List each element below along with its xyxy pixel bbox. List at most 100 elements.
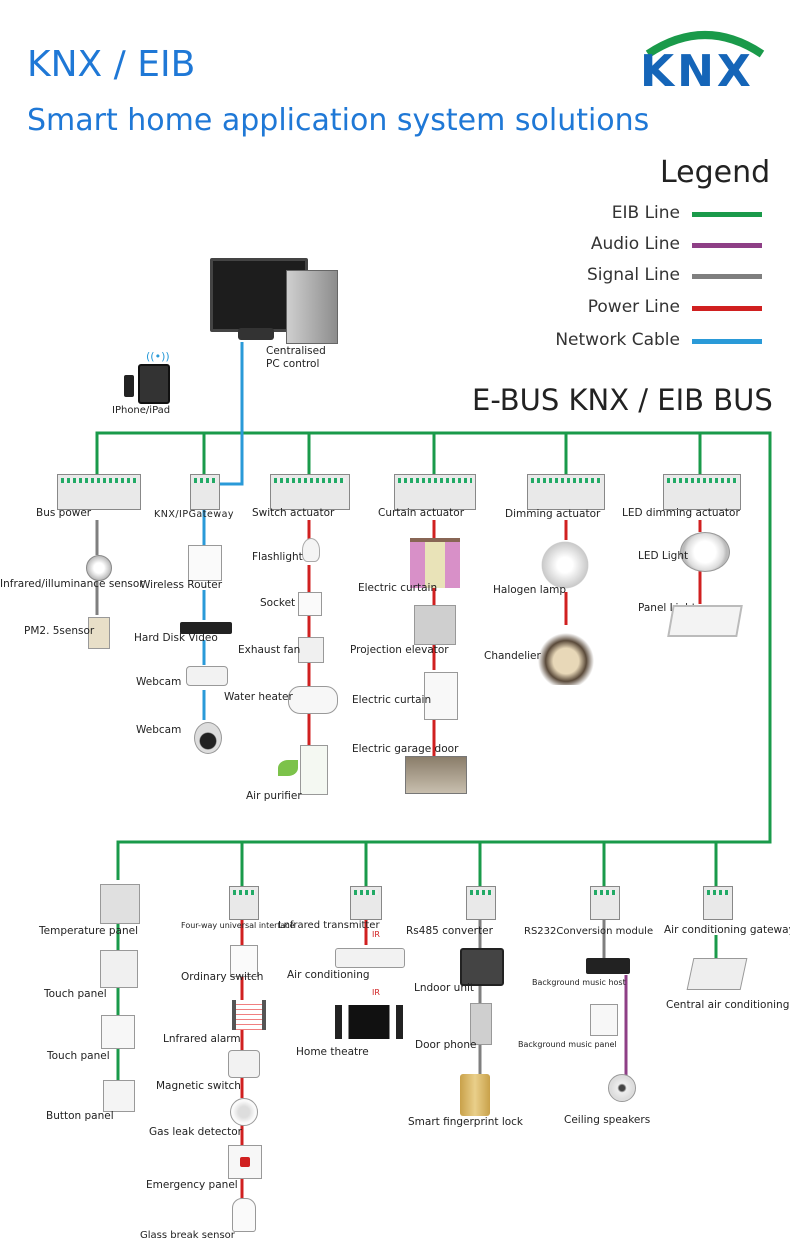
page-title: KNX / EIB	[27, 44, 196, 85]
wireless-router-label: Wireless Router	[140, 579, 223, 591]
row2-col5-label-1: RS232Conversion module	[524, 926, 654, 937]
row2-col5-label-3: Background music panel	[518, 1040, 617, 1049]
socket-label: Socket	[260, 597, 296, 609]
rs485-converter-module	[466, 886, 496, 920]
bus-power-label: Bus power	[36, 507, 92, 519]
ir-signal-label-2: IR	[372, 988, 380, 997]
home-theatre-icon	[335, 1005, 403, 1039]
switch-actuator-label: Switch actuator	[252, 507, 335, 519]
garage-door-icon	[405, 756, 467, 794]
ac-gateway-module	[703, 886, 733, 920]
row2-col2-label-7: Glass break sensor	[140, 1230, 235, 1241]
magnetic-switch-icon	[228, 1050, 260, 1078]
row2-col1-label-4: Button panel	[46, 1110, 114, 1122]
ipad-icon	[138, 364, 170, 404]
webcam-label-1: Webcam	[136, 676, 182, 688]
pc-stand	[238, 328, 274, 340]
row2-col2-label-6: Emergency panel	[146, 1179, 238, 1191]
dimming-actuator-module	[527, 474, 605, 510]
hdd-recorder-icon	[180, 622, 232, 634]
ir-signal-label-1: IR	[372, 930, 380, 939]
hdd-recorder-label: Hard Disk Video	[134, 632, 218, 644]
infrared-sensor-label: Infrared/illuminance sensor	[0, 578, 144, 590]
legend-swatch	[692, 306, 762, 311]
projection-screen-icon	[424, 672, 458, 720]
row2-col4-label-4: Smart fingerprint lock	[408, 1116, 524, 1128]
projection-elevator-icon	[414, 605, 456, 645]
music-panel-icon	[590, 1004, 618, 1036]
curtain-actuator-module	[394, 474, 476, 510]
ipgateway-label: KNX/IPGateway	[154, 509, 235, 520]
infrared-sensor-icon	[86, 555, 112, 581]
row2-col3-label-1: Lnfrared transmitter	[278, 920, 380, 931]
page-subtitle: Smart home application system solutions	[27, 103, 650, 138]
music-host-icon	[586, 958, 630, 974]
legend-swatch	[692, 212, 762, 217]
bus-title: E-BUS KNX / EIB BUS	[472, 383, 773, 417]
fingerprint-lock-icon	[460, 1074, 490, 1116]
iphone-icon	[124, 375, 134, 397]
switch-actuator-module	[270, 474, 350, 510]
universal-interface-module	[229, 886, 259, 920]
led-dimming-actuator-label: LED dimming actuator	[622, 507, 740, 519]
iphone-ipad-label: IPhone/iPad	[112, 405, 171, 416]
water-heater-icon	[288, 686, 338, 714]
exhaust-fan-icon	[298, 637, 324, 663]
electric-curtain-label-2: Electric curtain	[352, 694, 432, 706]
central-ac-icon	[686, 958, 748, 990]
row2-col4-label-3: Door phone	[415, 1039, 477, 1051]
row2-col2-label-3: Lnfrared alarm	[163, 1033, 241, 1045]
emergency-button-icon	[240, 1157, 250, 1167]
bus-power-module	[57, 474, 141, 510]
rs232-module	[590, 886, 620, 920]
row2-col5-label-2: Background music host	[532, 978, 626, 987]
row2-col3-label-3: Home theatre	[296, 1046, 369, 1058]
row2-col2-label-4: Magnetic switch	[156, 1080, 241, 1092]
led-dimming-actuator-module	[663, 474, 741, 510]
air-conditioning-unit-icon	[335, 948, 405, 968]
legend-item: Signal Line	[510, 265, 762, 285]
legend-item: EIB Line	[510, 203, 762, 223]
water-heater-label: Water heater	[224, 691, 293, 703]
projection-elevator-label: Projection elevator	[350, 644, 449, 656]
pc-label-line1: Centralised	[266, 345, 326, 357]
webcam-label-2: Webcam	[136, 724, 182, 736]
wireless-router-icon	[188, 545, 222, 581]
ipgateway-module	[190, 474, 220, 510]
legend-label: EIB Line	[611, 203, 680, 223]
curtain-actuator-label: Curtain actuator	[378, 507, 465, 519]
legend-item: Power Line	[510, 297, 762, 317]
wifi-icon: ((•))	[146, 350, 170, 363]
row2-col6-label-2: Central air conditioning	[666, 999, 790, 1011]
touch-panel-icon-1	[100, 950, 138, 988]
curtain-icon-1	[410, 538, 460, 588]
row2-col1-label-1: Temperature panel	[39, 925, 138, 937]
air-purifier-label: Air purifier	[246, 790, 302, 802]
button-panel-icon	[103, 1080, 135, 1112]
temperature-panel-icon	[100, 884, 140, 924]
infrared-transmitter-module	[350, 886, 382, 920]
row2-col3-label-2: Air conditioning	[287, 969, 370, 981]
knx-logo-text: KNX	[640, 46, 754, 97]
door-phone-icon	[470, 1003, 492, 1045]
flashlight-label: Flashlight	[252, 551, 303, 563]
ordinary-switch-icon	[230, 945, 258, 977]
halogen-lamp-icon	[536, 540, 594, 590]
legend-item: Network Cable	[510, 330, 762, 350]
emergency-panel-icon	[228, 1145, 262, 1179]
legend-swatch	[692, 274, 762, 279]
legend-item: Audio Line	[510, 234, 762, 254]
touch-panel-icon-2	[101, 1015, 135, 1049]
legend-label: Signal Line	[586, 265, 680, 285]
pm25-sensor-icon	[88, 617, 110, 649]
led-downlight-icon	[680, 532, 730, 572]
dimming-actuator-label: Dimming actuator	[505, 508, 601, 520]
legend-swatch	[692, 243, 762, 248]
flashlight-bulb-icon	[302, 538, 320, 562]
row2-col5-label-4: Ceiling speakers	[564, 1114, 651, 1126]
electric-curtain-label-1: Electric curtain	[358, 582, 438, 594]
knx-logo: KNX	[638, 22, 772, 97]
row2-col2-label-1: Four-way universal interface	[181, 921, 295, 930]
row2-col4-label-1: Rs485 converter	[406, 925, 493, 937]
